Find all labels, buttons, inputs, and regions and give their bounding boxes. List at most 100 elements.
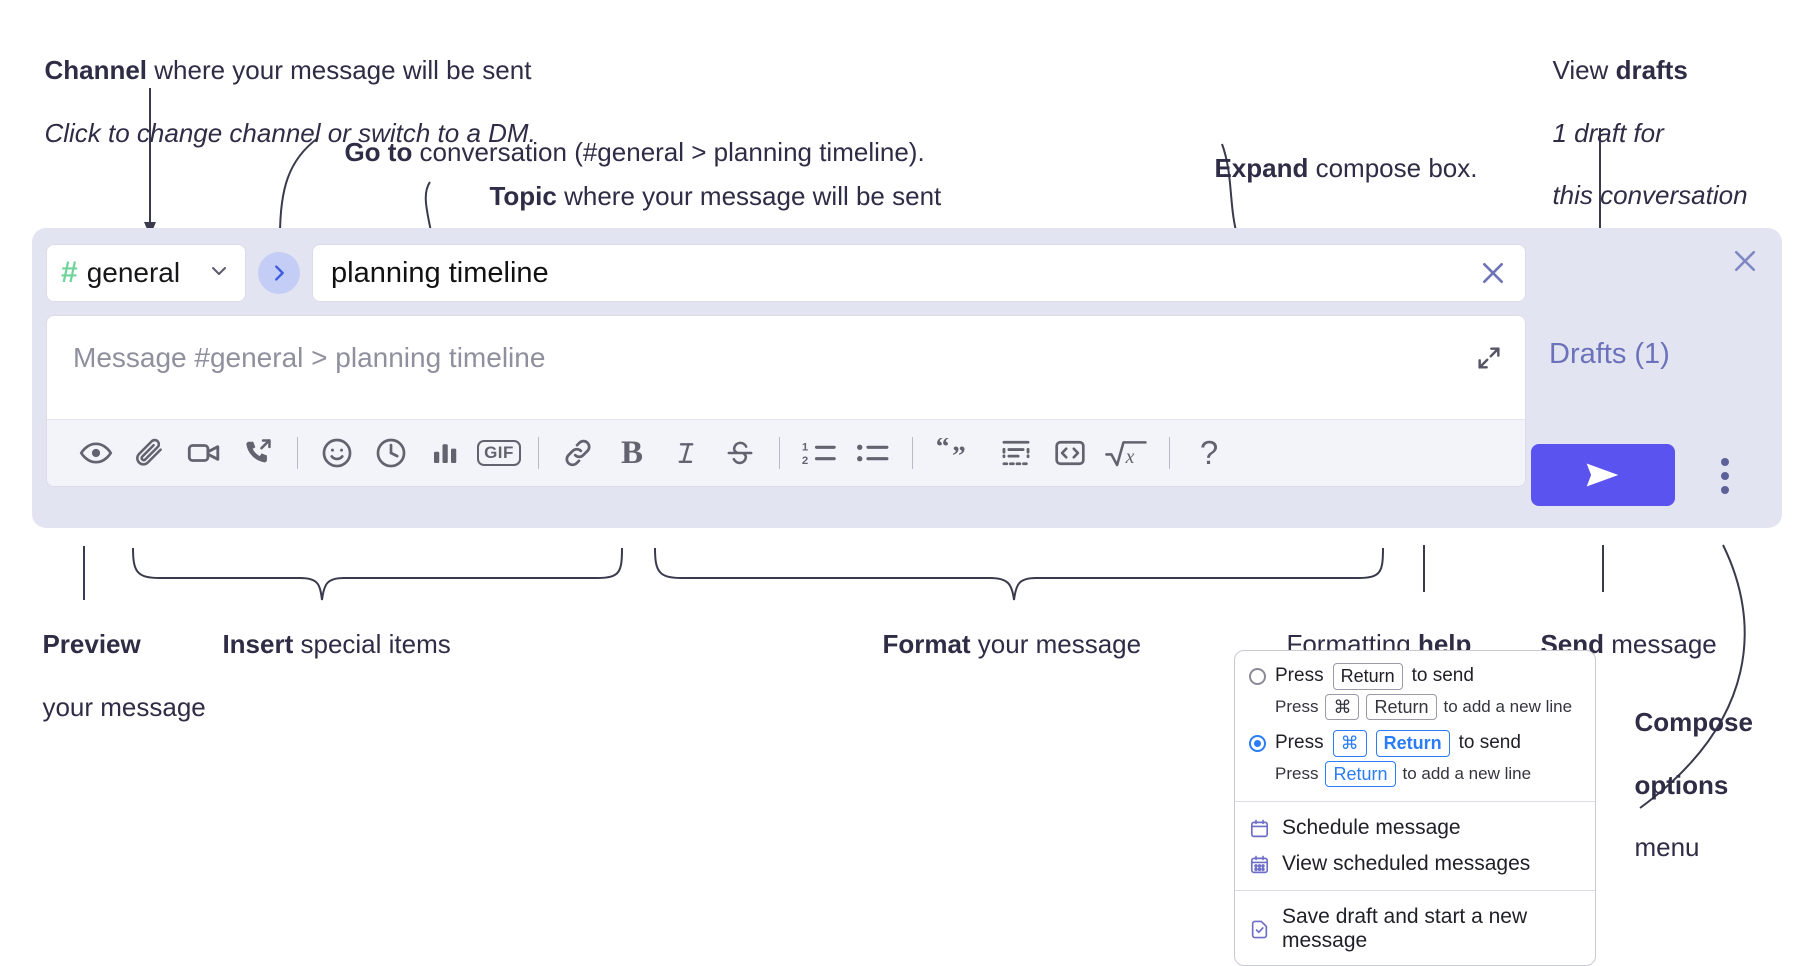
key-return: Return — [1375, 730, 1450, 757]
formatting-toolbar: GIF B — [47, 419, 1525, 486]
emoji-smiley-icon[interactable] — [310, 426, 364, 480]
video-camera-icon[interactable] — [177, 426, 231, 480]
annotation-send: Send message — [1526, 598, 1717, 660]
drafts-link[interactable]: Drafts (1) — [1549, 338, 1670, 370]
annotation-drafts-bold: drafts — [1615, 55, 1688, 86]
menu-item-view-scheduled-messages[interactable]: View scheduled messages — [1235, 846, 1595, 882]
send-message-button[interactable] — [1531, 444, 1675, 506]
save-draft-check-icon — [1249, 918, 1271, 940]
phone-forward-icon[interactable] — [231, 426, 285, 480]
bold-icon[interactable]: B — [605, 426, 659, 480]
clock-icon[interactable] — [364, 426, 418, 480]
compose-options-button[interactable] — [1708, 452, 1742, 500]
strikethrough-icon[interactable] — [713, 426, 767, 480]
annotation-preview: Preview your message — [28, 598, 206, 723]
toolbar-separator — [538, 437, 539, 469]
opt2sub-post: to add a new line — [1402, 763, 1532, 783]
math-icon[interactable]: x — [1097, 426, 1157, 480]
toolbar-separator — [1169, 437, 1170, 469]
annotation-format-rest: your message — [970, 629, 1142, 660]
key-return: Return — [1325, 760, 1396, 787]
annotation-insert-bold: Insert — [222, 629, 294, 660]
annotation-co-rest: menu — [1634, 831, 1700, 862]
expand-compose-button[interactable] — [1475, 344, 1503, 377]
channel-name-label: general — [86, 257, 181, 288]
calendar-grid-icon — [1249, 853, 1271, 875]
svg-text:”: ” — [952, 439, 966, 468]
poll-bar-chart-icon[interactable] — [418, 426, 472, 480]
message-placeholder: Message #general > planning timeline — [73, 342, 546, 373]
opt2-post: to send — [1458, 732, 1521, 754]
annotation-goto-bold: Go to — [344, 137, 413, 168]
preview-icon[interactable] — [69, 426, 123, 480]
menu-sub-return: Press ⌘ Return to add a new line — [1235, 692, 1595, 727]
code-block-icon[interactable] — [989, 426, 1043, 480]
menu-item-save-draft[interactable]: Save draft and start a new message — [1235, 899, 1595, 965]
annotation-preview-bold: Preview — [42, 629, 141, 660]
annotation-channel: Channel where your message will be sent … — [30, 24, 536, 149]
annotation-goto-rest: conversation (#general > planning timeli… — [412, 137, 925, 168]
annotation-channel-bold: Channel — [44, 55, 148, 86]
key-return: Return — [1332, 663, 1403, 690]
annotation-drafts-line3: this conversation — [1552, 179, 1748, 210]
annotation-expand-rest: compose box. — [1308, 153, 1478, 184]
toolbar-separator — [912, 437, 913, 469]
radio-unselected-icon — [1249, 667, 1266, 685]
ordered-list-icon[interactable]: 1 2 — [792, 426, 846, 480]
chevron-right-icon — [275, 265, 284, 281]
kebab-dot — [1721, 458, 1729, 466]
send-paper-plane-icon — [1586, 463, 1619, 487]
channel-select-button[interactable]: # general — [46, 244, 246, 302]
svg-text:x: x — [1125, 446, 1135, 468]
help-label: ? — [1199, 434, 1219, 471]
annotation-send-rest: message — [1604, 629, 1717, 660]
menu-item-schedule-message[interactable]: Schedule message — [1235, 810, 1595, 846]
italic-icon[interactable] — [659, 426, 713, 480]
panel-close-button[interactable] — [1730, 246, 1760, 281]
bulleted-list-icon[interactable] — [846, 426, 900, 480]
menu-sub-cmd-return: Press Return to add a new line — [1235, 759, 1595, 794]
opt2-pre: Press — [1275, 732, 1324, 754]
inline-code-icon[interactable] — [1043, 426, 1097, 480]
menu-divider — [1235, 801, 1595, 802]
annotation-drafts-pre: View — [1552, 55, 1616, 86]
help-question-icon[interactable]: ? — [1182, 426, 1236, 480]
annotation-drafts-line2: 1 draft for — [1552, 117, 1664, 148]
compose-panel: # general planning timeline Message #gen… — [32, 228, 1782, 528]
opt1-pre: Press — [1275, 665, 1324, 687]
annotation-format-bold: Format — [882, 629, 971, 660]
bold-label: B — [620, 434, 643, 471]
annotation-topic-bold: Topic — [489, 181, 557, 212]
toolbar-separator — [779, 437, 780, 469]
kebab-dot — [1721, 472, 1729, 480]
menu-radio-return-to-send[interactable]: Press Return to send — [1235, 659, 1595, 692]
radio-selected-icon — [1249, 734, 1266, 752]
key-command: ⌘ — [1332, 730, 1367, 757]
key-command: ⌘ — [1325, 693, 1360, 720]
blockquote-icon[interactable]: “ ” — [925, 426, 989, 480]
goto-conversation-button[interactable] — [258, 252, 300, 294]
opt1sub-pre: Press — [1275, 696, 1319, 716]
opt1sub-post: to add a new line — [1443, 696, 1573, 716]
kebab-dot — [1721, 486, 1729, 494]
annotation-channel-italic: Click to change channel or switch to a D… — [44, 117, 536, 148]
menu-divider — [1235, 890, 1595, 891]
svg-text:“: “ — [936, 438, 950, 462]
chevron-down-icon — [207, 259, 231, 288]
annotation-co-bold2: options — [1634, 769, 1729, 800]
menu-radio-cmd-return-to-send[interactable]: Press ⌘ Return to send — [1235, 726, 1595, 759]
compose-options-menu: Press Return to send Press ⌘ Return to a… — [1234, 650, 1596, 966]
opt2sub-pre: Press — [1275, 763, 1319, 783]
annotation-insert: Insert special items — [208, 598, 450, 660]
annotation-preview-rest: your message — [42, 691, 206, 722]
topic-clear-button[interactable] — [1477, 257, 1509, 289]
topic-input[interactable]: planning timeline — [312, 244, 1526, 302]
key-return: Return — [1366, 693, 1437, 720]
compose-header-row: # general planning timeline — [46, 244, 1526, 302]
link-icon[interactable] — [551, 426, 605, 480]
attachment-paperclip-icon[interactable] — [123, 426, 177, 480]
annotation-channel-rest: where your message will be sent — [147, 55, 532, 86]
gif-icon[interactable]: GIF — [472, 426, 526, 480]
topic-value: planning timeline — [331, 256, 549, 289]
message-input-box[interactable]: Message #general > planning timeline — [46, 315, 1526, 487]
